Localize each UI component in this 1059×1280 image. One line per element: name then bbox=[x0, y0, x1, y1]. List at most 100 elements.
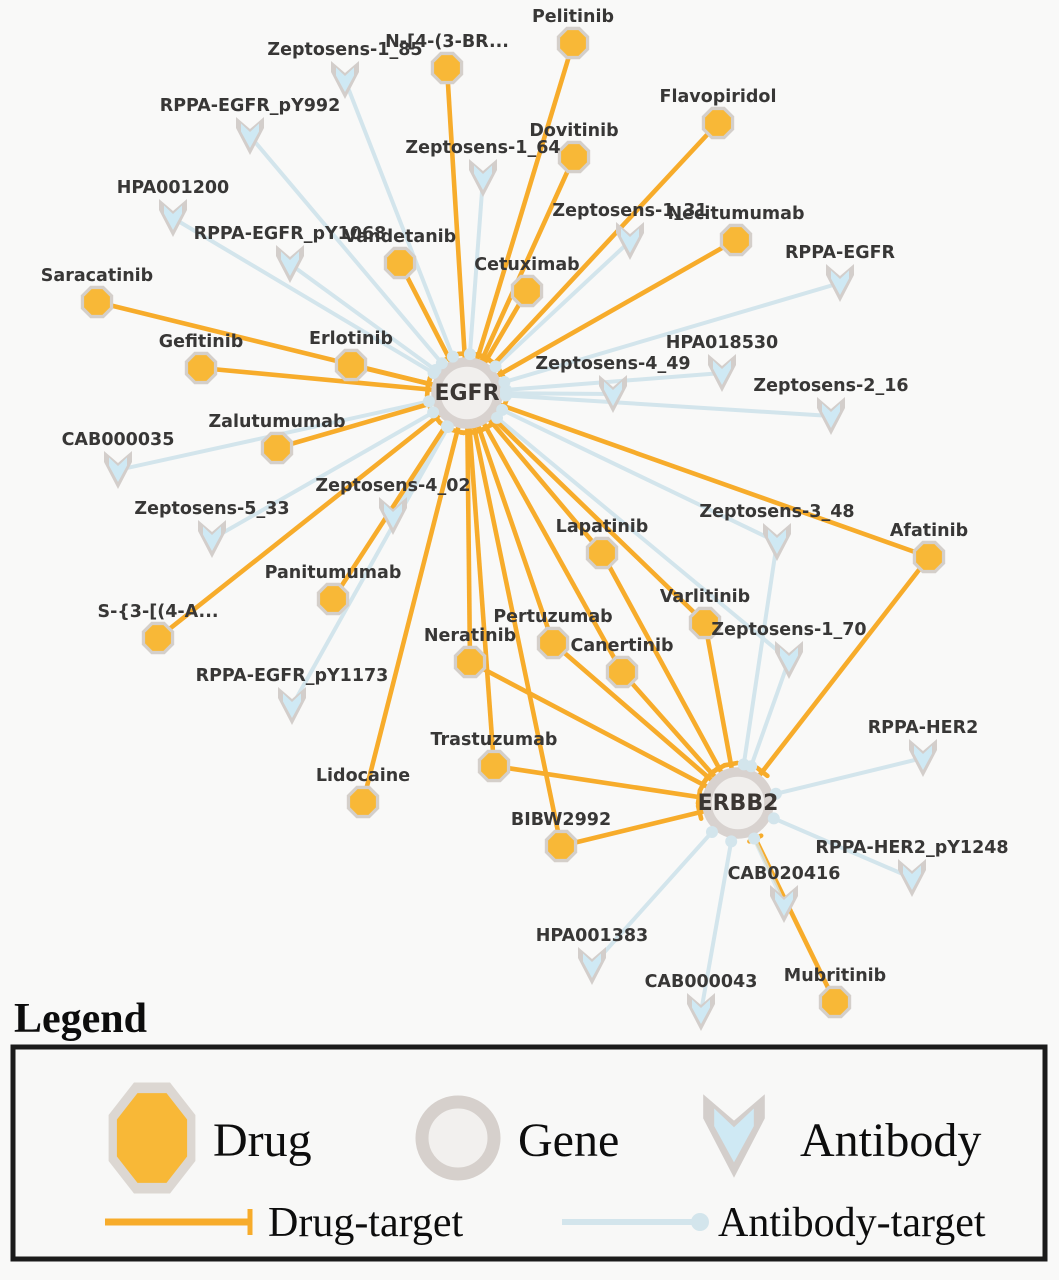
legend-antibody-label: Antibody bbox=[800, 1114, 981, 1167]
antibody-chevron bbox=[903, 865, 921, 890]
edge-zeptosens_2_16-EGFR bbox=[466, 391, 832, 418]
drug-octagon bbox=[264, 435, 290, 461]
antibody-node-zeptosens_4_49 bbox=[599, 375, 627, 413]
drug-target-tee bbox=[722, 760, 740, 768]
antibody-node-zeptosens_3_48 bbox=[763, 523, 791, 561]
edge-neratinib-ERBB2 bbox=[468, 659, 740, 806]
antibody-chevron bbox=[336, 67, 354, 92]
drug-label-pelitinib: Pelitinib bbox=[532, 7, 614, 27]
antibody-node-hpa001383 bbox=[578, 947, 606, 985]
antibody-label-hpa001200: HPA001200 bbox=[117, 178, 229, 198]
drug-label-necitumumab: Necitumumab bbox=[668, 204, 805, 224]
gene-node-erbb2 bbox=[702, 767, 774, 839]
antibody-label-zeptosens_1_70: Zeptosens-1_70 bbox=[711, 620, 866, 640]
antibody-target-dot bbox=[725, 835, 738, 848]
drug-octagon bbox=[350, 789, 376, 815]
antibody-label-zeptosens_5_33: Zeptosens-5_33 bbox=[134, 499, 289, 519]
antibody-chevron bbox=[164, 205, 182, 230]
antibody-chevron bbox=[692, 999, 710, 1024]
antibody-chevron bbox=[109, 457, 127, 482]
nodes bbox=[80, 26, 946, 1031]
antibody-target-dot bbox=[705, 826, 718, 839]
drug-octagon bbox=[145, 625, 171, 651]
drug-node-dovitinib bbox=[557, 140, 591, 174]
antibody-chevron bbox=[831, 270, 849, 295]
edge-zeptosens_1_85-EGFR bbox=[343, 79, 469, 394]
drug-label-mubritinib: Mubritinib bbox=[784, 966, 886, 986]
drug-label-cetuximab: Cetuximab bbox=[474, 255, 579, 275]
antibody-node-zeptosens_5_33 bbox=[198, 520, 226, 558]
antibody-chevron bbox=[583, 953, 601, 978]
antibody-target-dot bbox=[748, 832, 761, 845]
drug-label-afatinib: Afatinib bbox=[890, 521, 968, 541]
drug-node-zalutumumab bbox=[260, 431, 294, 465]
drug-target-tee bbox=[479, 353, 495, 365]
drug-node-gefitinib bbox=[184, 351, 218, 385]
drug-node-pertuzumab bbox=[536, 626, 570, 660]
drug-label-neratinib: Neratinib bbox=[424, 626, 516, 646]
drug-target-tee bbox=[466, 428, 484, 436]
drug-label-panitumumab: Panitumumab bbox=[265, 563, 402, 583]
drug-label-s3_4a: S-{3-[(4-A... bbox=[97, 602, 218, 622]
drug-octagon bbox=[481, 753, 507, 779]
antibody-node-rppa_egfr_py1068 bbox=[276, 245, 304, 283]
antibody-target-dot bbox=[446, 350, 459, 363]
edge-endpoints bbox=[422, 348, 782, 848]
drug-octagon bbox=[916, 544, 942, 570]
antibody-label-hpa001383: HPA001383 bbox=[536, 926, 648, 946]
antibody-label-zeptosens_1_85: Zeptosens-1_85 bbox=[267, 40, 422, 60]
antibody-node-zeptosens_4_02 bbox=[379, 497, 407, 535]
antibody-target-dot bbox=[491, 411, 504, 424]
gene-label-erbb2: ERBB2 bbox=[698, 791, 779, 816]
drug-octagon bbox=[609, 659, 635, 685]
drug-octagon bbox=[320, 586, 346, 612]
drug-target-tee bbox=[754, 765, 770, 779]
antibody-chevron bbox=[203, 526, 221, 551]
edge-lapatinib-ERBB2 bbox=[599, 551, 741, 805]
antibody-node-hpa001200 bbox=[159, 199, 187, 237]
drug-label-gefitinib: Gefitinib bbox=[159, 332, 244, 352]
antibody-node-rppa_her2_py1248 bbox=[898, 859, 926, 897]
edge-varlitinib-EGFR bbox=[465, 391, 707, 625]
drug-octagon bbox=[188, 355, 214, 381]
antibody-target-dot-sample bbox=[691, 1213, 709, 1231]
antibody-label-rppa_her2: RPPA-HER2 bbox=[868, 718, 979, 738]
drug-octagon bbox=[338, 352, 364, 378]
antibody-node-zeptosens_1_70 bbox=[775, 641, 803, 679]
drug-node-erlotinib bbox=[334, 348, 368, 382]
drug-label-lidocaine: Lidocaine bbox=[316, 766, 410, 786]
drug-label-lapatinib: Lapatinib bbox=[556, 517, 649, 537]
legend-drug-label: Drug bbox=[213, 1114, 312, 1167]
edge-flavopiridol-EGFR bbox=[465, 121, 720, 395]
antibody-target-dot bbox=[463, 348, 476, 361]
drug-octagon bbox=[822, 989, 848, 1015]
gene-node-egfr bbox=[431, 357, 503, 429]
drug-node-mubritinib bbox=[818, 985, 852, 1019]
drug-icon bbox=[108, 1082, 196, 1194]
edge-zeptosens_3_48-EGFR bbox=[466, 391, 778, 544]
edge-n4_3br-EGFR bbox=[444, 67, 470, 394]
drug-label-zalutumumab: Zalutumumab bbox=[208, 412, 345, 432]
antibody-chevron bbox=[241, 123, 259, 148]
drug-octagon bbox=[560, 30, 586, 56]
antibody-target-dot bbox=[769, 787, 782, 800]
drug-octagon bbox=[387, 250, 413, 276]
drug-octagon bbox=[561, 144, 587, 170]
drug-label-n4_3br: N-[4-(3-BR... bbox=[385, 32, 509, 52]
antibody-chevron bbox=[780, 647, 798, 672]
legend-drug-target-label: Drug-target bbox=[268, 1200, 463, 1246]
antibody-label-rppa_egfr_py992: RPPA-EGFR_pY992 bbox=[160, 96, 341, 116]
antibody-target-dot bbox=[745, 760, 758, 773]
drug-node-varlitinib bbox=[688, 606, 722, 640]
drug-octagon bbox=[692, 610, 718, 636]
antibody-node-rppa_her2 bbox=[909, 739, 937, 777]
antibody-chevron bbox=[283, 693, 301, 718]
edge-necitumumab-EGFR bbox=[465, 238, 738, 395]
antibody-target-dot bbox=[767, 812, 780, 825]
edge-pertuzumab-EGFR bbox=[464, 392, 556, 644]
drug-label-vandetanib: Vandetanib bbox=[344, 227, 456, 247]
edge-afatinib-ERBB2 bbox=[736, 555, 931, 805]
drug-node-panitumumab bbox=[316, 582, 350, 616]
antibody-label-zeptosens_1_64: Zeptosens-1_64 bbox=[405, 138, 560, 158]
edge-zeptosens_1_70-EGFR bbox=[465, 391, 791, 662]
